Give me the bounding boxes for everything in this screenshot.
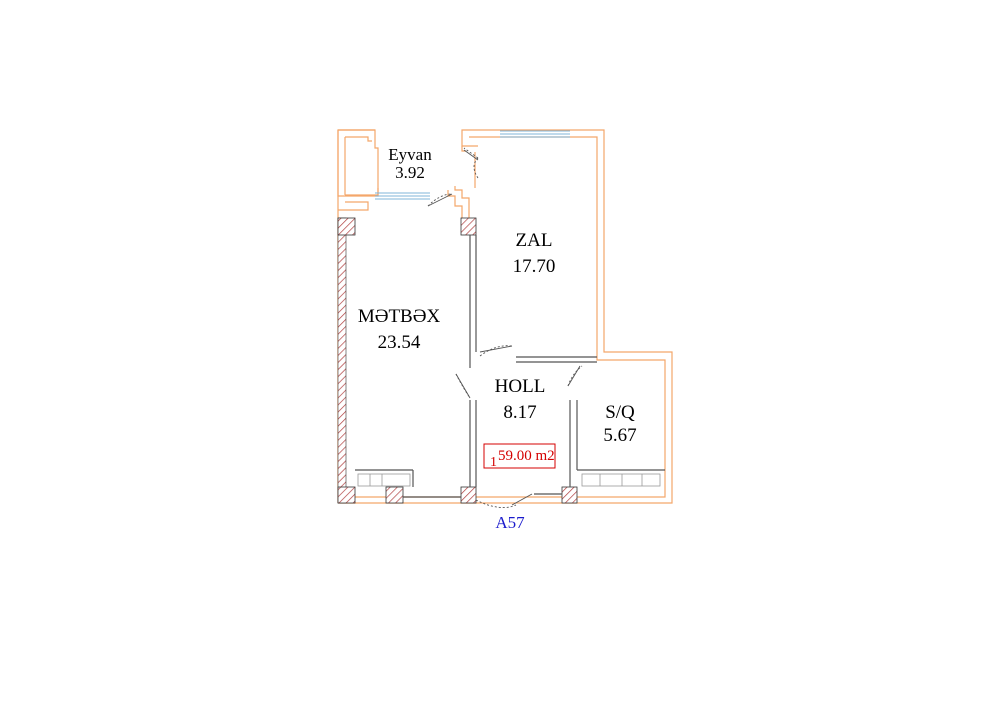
doors xyxy=(427,147,583,509)
total-area-value: 59.00 m2 xyxy=(498,448,555,464)
total-area-box: 1 59.00 m2 xyxy=(483,443,556,470)
room-area-holl: 8.17 xyxy=(503,402,536,423)
room-name-zal: ZAL xyxy=(516,230,553,251)
room-area-zal: 17.70 xyxy=(513,256,556,277)
room-name-sq: S/Q xyxy=(605,402,635,423)
windows xyxy=(375,130,570,200)
room-name-holl: HOLL xyxy=(495,376,546,397)
room-area-metbex: 23.54 xyxy=(378,332,421,353)
total-room-count: 1 xyxy=(490,455,497,470)
room-name-eyvan: Eyvan xyxy=(388,145,432,164)
columns xyxy=(337,217,578,504)
room-area-eyvan: 3.92 xyxy=(395,163,425,182)
partition-walls xyxy=(355,235,665,498)
outer-wall xyxy=(337,129,673,504)
room-name-metbex: MƏTBƏX xyxy=(358,306,441,327)
load-bearing-wall xyxy=(337,217,347,504)
fixtures xyxy=(357,473,661,487)
room-area-sq: 5.67 xyxy=(603,425,636,446)
apartment-number: A57 xyxy=(495,513,525,532)
